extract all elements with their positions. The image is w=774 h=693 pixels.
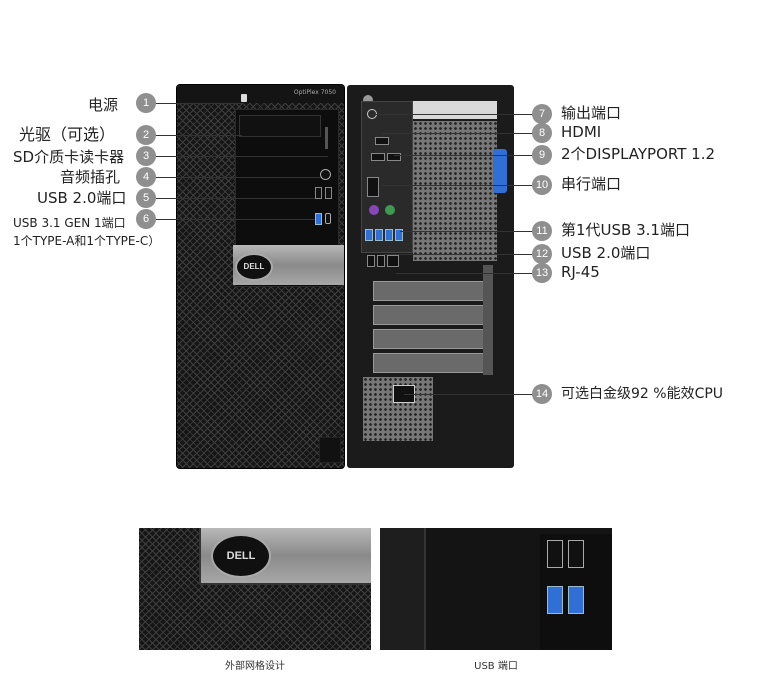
callout-4-label: 音频插孔 xyxy=(60,168,121,186)
callout-6-number: 6 xyxy=(136,209,156,229)
callout-14-label: 可选白金级92 %能效CPU xyxy=(561,386,724,402)
front-usb2-port-2 xyxy=(325,187,332,199)
serial-port xyxy=(367,177,379,197)
io-shield-top xyxy=(413,101,497,119)
callout-2-label: 光驱（可选） xyxy=(19,125,116,144)
front-usb-type-c-port xyxy=(325,213,331,224)
power-button[interactable] xyxy=(241,94,247,102)
mesh-detail-image: DELL xyxy=(139,528,371,650)
callout-7-line xyxy=(372,114,532,115)
rj45-port xyxy=(387,255,399,267)
callout-5-number: 5 xyxy=(136,188,156,208)
rear-usb3-port-3 xyxy=(385,229,393,241)
callout-4-number: 4 xyxy=(136,167,156,187)
callout-8-label: HDMI xyxy=(561,123,602,141)
callout-9-label: 2个DISPLAYPORT 1.2 xyxy=(561,145,716,163)
callout-11-label: 第1代USB 3.1端口 xyxy=(561,221,690,239)
hdmi-port xyxy=(375,137,389,145)
displayport-1 xyxy=(371,153,385,161)
callout-5-label: USB 2.0端口 xyxy=(37,189,127,207)
psu-fan-grille xyxy=(363,377,433,441)
callout-10-line xyxy=(382,185,532,186)
callout-3-line xyxy=(156,156,328,157)
callout-6-line xyxy=(156,219,315,220)
usb-detail-usb3-port-2 xyxy=(568,586,584,614)
callout-6-label: USB 3.1 GEN 1端口 xyxy=(13,216,126,230)
expansion-slot-2 xyxy=(373,305,489,325)
callout-2-number: 2 xyxy=(136,125,156,145)
callout-7-label: 输出端口 xyxy=(561,104,622,122)
top-strip: OptiPlex 7050 xyxy=(177,85,344,103)
callout-1-number: 1 xyxy=(136,93,156,113)
callout-5-line xyxy=(156,198,315,199)
callout-3-label: SD介质卡读卡器 xyxy=(13,148,125,166)
rear-io-panel xyxy=(361,101,413,253)
usb-detail-usb2-port-2 xyxy=(568,540,584,568)
callout-13-label: RJ-45 xyxy=(561,263,600,281)
callout-3-number: 3 xyxy=(136,146,156,166)
callout-2-line xyxy=(156,135,242,136)
vent-grille xyxy=(413,121,497,261)
ps2-keyboard-port xyxy=(369,205,379,215)
usb-caption: USB 端口 xyxy=(474,661,518,672)
padlock-loop xyxy=(483,265,493,375)
callout-9-number: 9 xyxy=(532,145,552,165)
callout-14-line xyxy=(404,394,532,395)
rear-usb2-port-1 xyxy=(367,255,375,267)
callout-7-number: 7 xyxy=(532,104,552,124)
mesh-detail-dell-text: DELL xyxy=(226,550,256,562)
callout-4-line xyxy=(156,177,321,178)
front-usb3-type-a-port xyxy=(315,213,322,225)
audio-jack xyxy=(320,169,331,180)
usb-detail-edge xyxy=(380,528,426,650)
usb-detail-usb3-port-1 xyxy=(547,586,563,614)
ps2-mouse-port xyxy=(385,205,395,215)
callout-11-number: 11 xyxy=(532,221,552,241)
front-usb2-port-1 xyxy=(315,187,322,199)
rear-usb3-port-1 xyxy=(365,229,373,241)
mesh-detail-dell-logo: DELL xyxy=(211,534,271,578)
callout-13-number: 13 xyxy=(532,263,552,283)
tower-back xyxy=(347,85,514,468)
optical-drive-bay xyxy=(239,115,321,137)
callout-1-line xyxy=(156,103,242,104)
dell-logo: DELL xyxy=(235,253,273,281)
usb-detail-image xyxy=(380,528,612,650)
callout-12-line xyxy=(384,254,532,255)
rear-usb2-port-2 xyxy=(377,255,385,267)
callout-11-line xyxy=(400,231,532,232)
expansion-slot-1 xyxy=(373,281,489,301)
release-latch[interactable] xyxy=(493,149,507,193)
tower-front: OptiPlex 7050 DELL xyxy=(177,85,344,468)
callout-14-number: 14 xyxy=(532,384,552,404)
callout-8-line xyxy=(382,133,532,134)
usb-detail-usb2-port-1 xyxy=(547,540,563,568)
expansion-slot-4 xyxy=(373,353,489,373)
callout-8-number: 8 xyxy=(532,123,552,143)
callout-10-label: 串行端口 xyxy=(561,175,622,193)
callout-12-number: 12 xyxy=(532,244,552,264)
callout-9-line xyxy=(394,155,532,156)
model-label: OptiPlex 7050 xyxy=(293,89,336,96)
callout-10-number: 10 xyxy=(532,175,552,195)
callout-13-line xyxy=(396,273,532,274)
displayport-2 xyxy=(387,153,401,161)
dell-logo-text: DELL xyxy=(243,262,265,271)
callout-6-label-line2: 1个TYPE-A和1个TYPE-C） xyxy=(13,234,161,248)
rear-usb3-port-4 xyxy=(395,229,403,241)
sd-card-slot xyxy=(325,127,328,149)
mesh-caption: 外部网格设计 xyxy=(225,661,285,672)
callout-12-label: USB 2.0端口 xyxy=(561,244,651,262)
rear-usb3-port-2 xyxy=(375,229,383,241)
callout-1-label: 电源 xyxy=(88,96,119,114)
front-foot-tab xyxy=(319,437,341,463)
expansion-slot-3 xyxy=(373,329,489,349)
screw xyxy=(363,95,373,105)
